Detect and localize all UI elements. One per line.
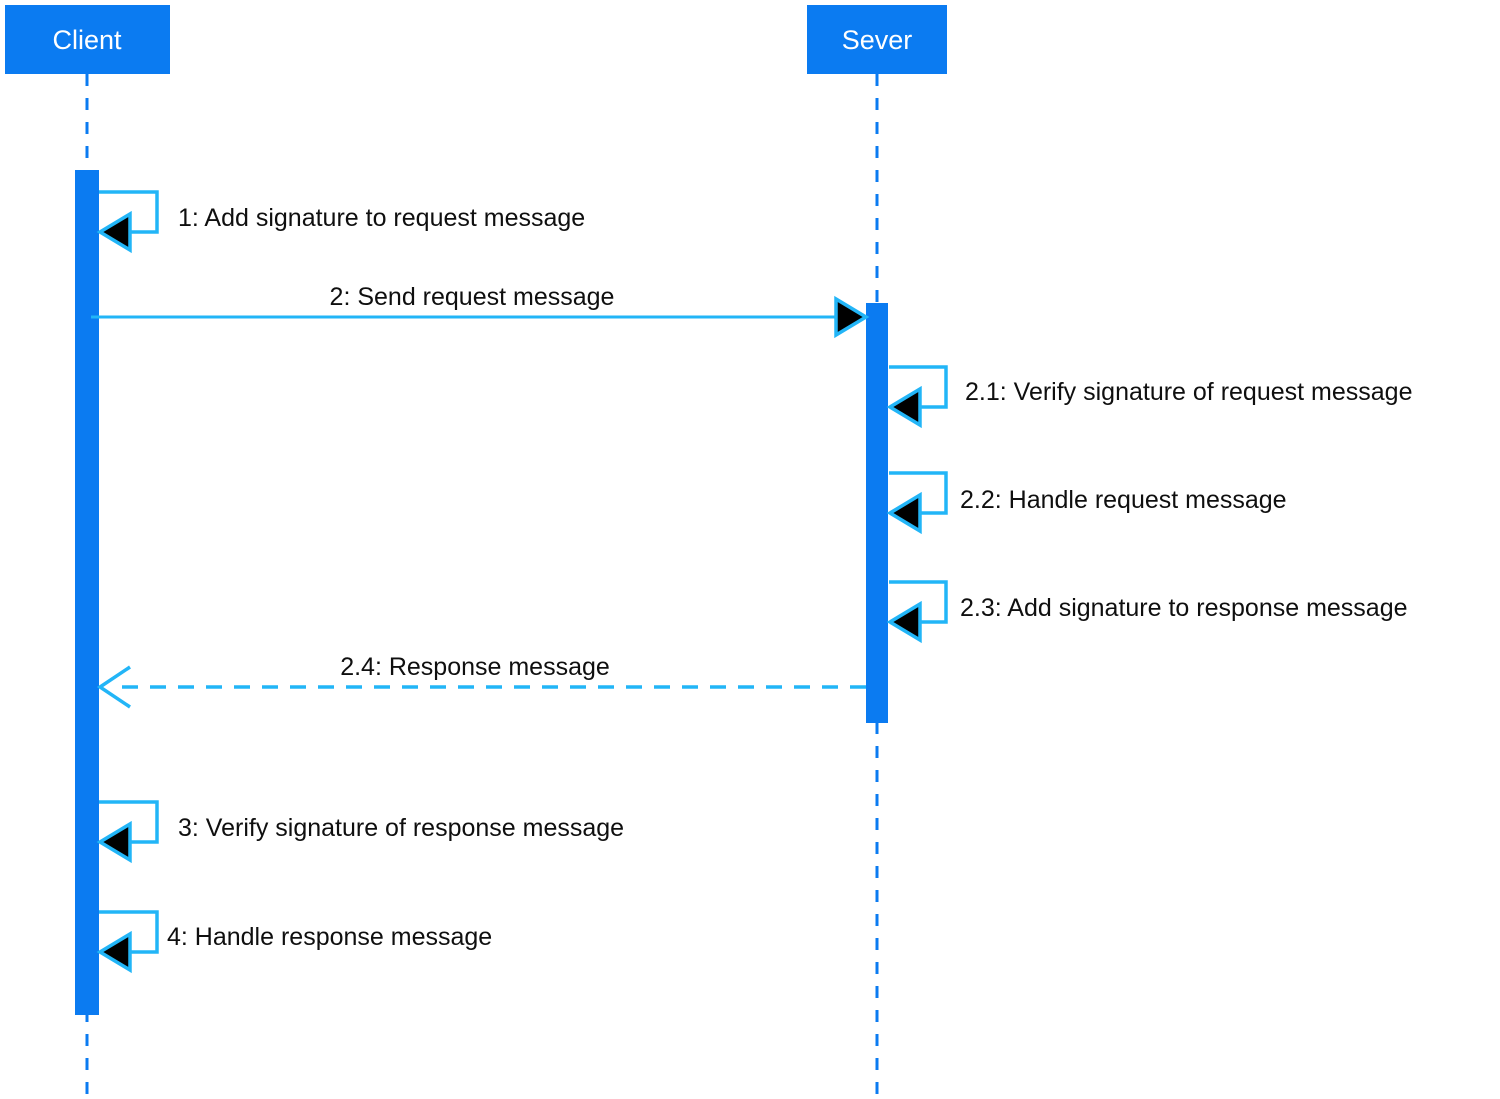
message-1-label: 1: Add signature to request message — [178, 204, 585, 232]
message-2-4-response[interactable]: 2.4: Response message — [96, 653, 866, 709]
participant-box-client[interactable] — [5, 5, 170, 74]
message-3-self-loop-line — [99, 800, 159, 844]
message-1-add-signature-to-request[interactable]: 1: Add signature to request message — [96, 190, 585, 254]
message-4-handle-response[interactable]: 4: Handle response message — [96, 910, 492, 974]
activation-bar-client — [75, 170, 99, 1015]
message-2-4-arrowhead-icon — [96, 665, 131, 709]
message-2-3-arrowhead-icon — [886, 600, 922, 644]
message-2-4-label: 2.4: Response message — [340, 653, 610, 681]
message-3-arrowhead-icon — [96, 820, 132, 864]
message-2-label: 2: Send request message — [330, 283, 615, 311]
message-2-send-request[interactable]: 2: Send request message — [91, 283, 870, 339]
message-4-self-loop-line — [99, 910, 159, 954]
message-1-arrowhead-icon — [96, 210, 132, 254]
message-2-3-label: 2.3: Add signature to response message — [960, 594, 1408, 622]
message-3-verify-signature-of-response[interactable]: 3: Verify signature of response message — [96, 800, 624, 864]
message-2-1-arrowhead-icon — [886, 385, 922, 429]
activation-bar-group — [75, 170, 888, 1015]
message-2-1-verify-signature-of-request[interactable]: 2.1: Verify signature of request message — [886, 365, 1412, 429]
message-2-2-handle-request[interactable]: 2.2: Handle request message — [886, 471, 1287, 535]
message-2-1-self-loop-line — [889, 365, 948, 409]
participant-server[interactable]: Sever — [807, 5, 947, 74]
message-2-3-add-signature-to-response[interactable]: 2.3: Add signature to response message — [886, 580, 1408, 644]
activation-bar-server — [866, 303, 888, 723]
message-3-label: 3: Verify signature of response message — [178, 814, 624, 842]
message-2-1-label: 2.1: Verify signature of request message — [965, 378, 1412, 406]
message-2-2-self-loop-line — [889, 471, 948, 515]
message-4-label: 4: Handle response message — [167, 923, 492, 951]
participant-label-server: Sever — [842, 25, 913, 55]
message-2-2-label: 2.2: Handle request message — [960, 486, 1287, 514]
message-1-self-loop-line — [99, 190, 159, 234]
message-2-arrowhead-icon — [834, 295, 870, 339]
participant-label-client: Client — [52, 25, 122, 55]
message-2-3-self-loop-line — [889, 580, 948, 624]
participant-client[interactable]: Client — [5, 5, 170, 74]
message-2-2-arrowhead-icon — [886, 491, 922, 535]
participant-box-server[interactable] — [807, 5, 947, 74]
message-4-arrowhead-icon — [96, 930, 132, 974]
